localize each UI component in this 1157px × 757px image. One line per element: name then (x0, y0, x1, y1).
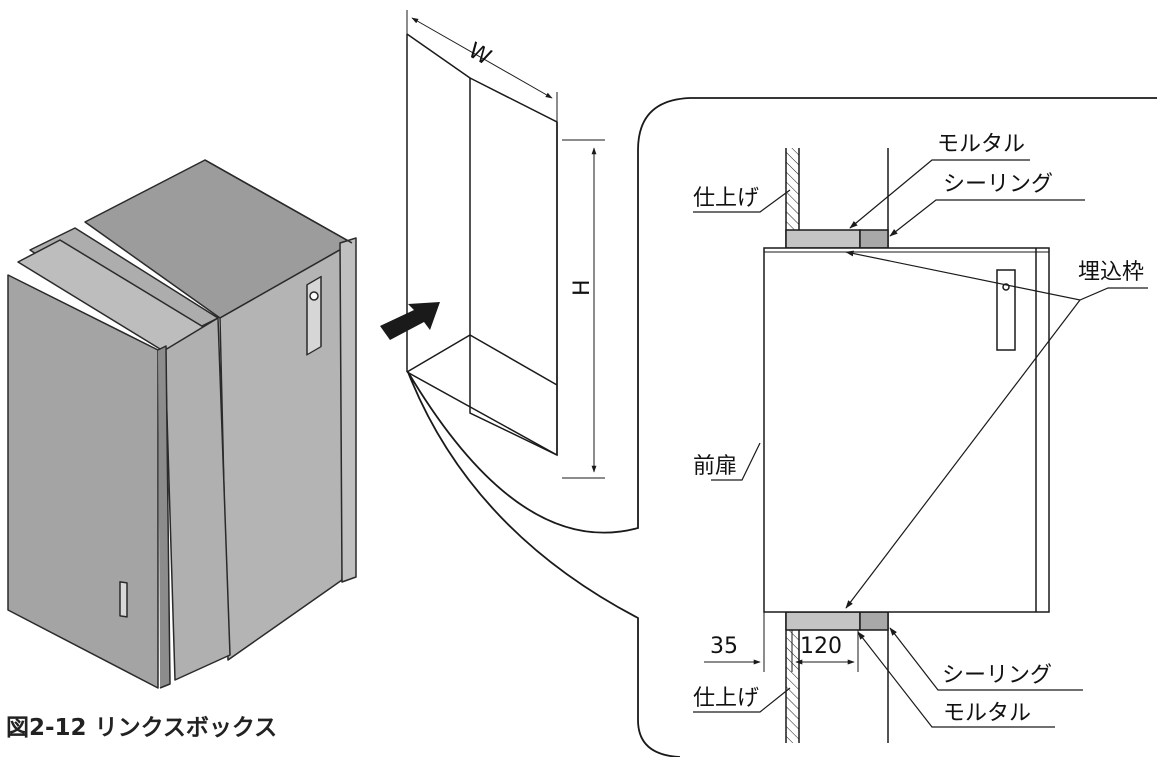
door-handle (996, 269, 1016, 351)
height-label: H (570, 279, 595, 296)
label-finish-top: 仕上げ (693, 186, 760, 211)
cabinet-front-door (7, 274, 159, 689)
wall-opening (406, 10, 605, 479)
insert-arrow-icon (380, 302, 440, 340)
label-sealing-bottom: シーリング (942, 663, 1053, 688)
label-finish-bottom: 仕上げ (693, 686, 760, 711)
opening-back-panel (469, 76, 558, 457)
top-edge-line (204, 159, 353, 244)
label-embed-frame: 埋込枠 (1078, 260, 1145, 285)
frame-bezel (164, 317, 231, 681)
width-dimension-line (411, 17, 553, 99)
label-front-door: 前扉 (693, 454, 738, 479)
mortar-top (785, 229, 861, 249)
side-lock-icon (309, 291, 319, 301)
mortar-bottom (785, 611, 861, 631)
label-mortar-top: モルタル (937, 132, 1026, 157)
figure-caption: 図2-12 リンクスボックス (6, 715, 278, 741)
callout-bubble-outline (407, 97, 1157, 757)
section-detail (704, 148, 1050, 743)
back-strip (339, 237, 357, 583)
label-dim-120: 120 (800, 634, 842, 659)
label-mortar-bottom: モルタル (943, 701, 1032, 726)
side-handle (306, 275, 322, 356)
leader-lines (693, 159, 1148, 728)
cabinet-isometric (7, 159, 357, 689)
label-dim-35: 35 (710, 634, 738, 659)
label-sealing-top: シーリング (943, 172, 1054, 197)
front-handle (119, 581, 128, 618)
sealing-bottom (859, 611, 889, 631)
door-edge-strip (157, 345, 171, 689)
sealing-top (859, 229, 889, 249)
